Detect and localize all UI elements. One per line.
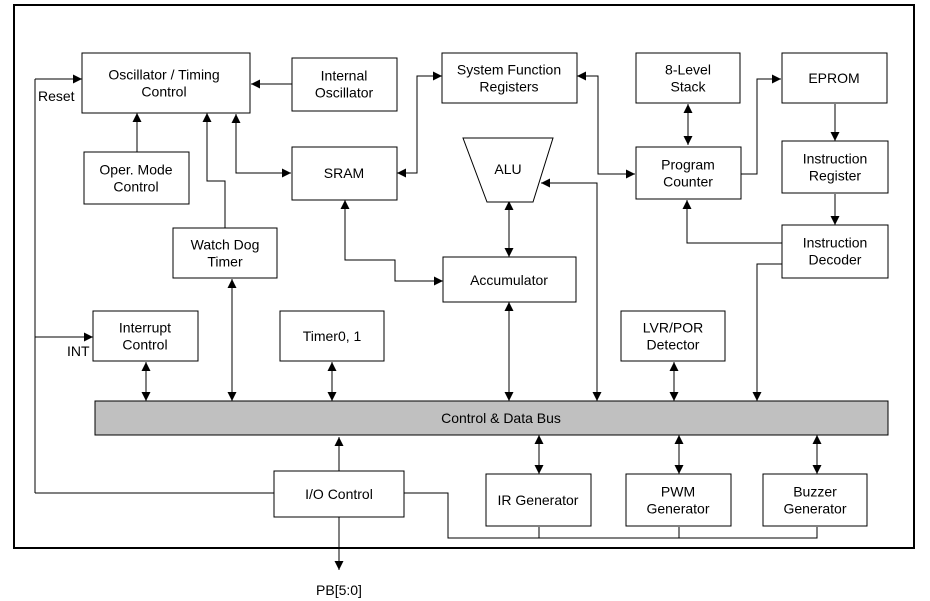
label-line: SRAM [324,165,364,181]
arrow-decoder-to-pc [682,200,782,244]
diagram-frame [13,4,915,549]
bus-label: Control & Data Bus [441,410,561,426]
label-line: Control [122,337,167,353]
label-line: Detector [647,337,700,353]
block-ir-gen: IR Generator [485,473,592,527]
label-line: Oper. Mode [99,162,172,178]
label-line: LVR/POR [643,320,703,336]
label-line: IR Generator [498,492,579,508]
label-line: Counter [663,174,713,190]
label-line: Register [809,168,861,184]
ir-gen-label: IR Generator [498,492,579,508]
label-line: Control & Data Bus [441,410,561,426]
label-line: PWM [661,484,695,500]
label-line: Stack [670,79,706,95]
label-line: Timer0, 1 [303,328,362,344]
label-line: I/O Control [305,486,373,502]
arrow-sram-acc [340,200,443,286]
pb-label: PB[5:0] [316,582,362,598]
label-line: Control [141,84,186,100]
label-line: Buzzer [793,484,837,500]
label-line: EPROM [808,70,859,86]
label-line: Oscillator [315,85,374,101]
reset-label: Reset [38,88,75,104]
eprom-label: EPROM [808,70,859,86]
arrow-sfr-pc [577,71,635,179]
label-line: Oscillator / Timing [108,67,219,83]
label-line: Generator [646,501,709,517]
control-data-bus: Control & Data Bus [94,400,889,436]
label-line: Control [113,179,158,195]
block-accumulator: Accumulator [442,256,577,303]
label-line: Decoder [809,252,862,268]
label-line: Timer [207,254,243,270]
arrow-pc-to-eprom [741,74,781,175]
label-line: Accumulator [470,272,548,288]
accumulator-label: Accumulator [470,272,548,288]
timer01-label: Timer0, 1 [303,328,362,344]
label-line: Interrupt [119,320,171,336]
label-line: 8-Level [665,62,711,78]
block-timer01: Timer0, 1 [279,310,385,362]
label-line: Instruction [803,151,868,167]
label-line: Program [661,157,715,173]
label-line: Instruction [803,235,868,251]
arrow-alu-bus [541,178,602,401]
sram-label: SRAM [324,165,364,181]
block-io-control: I/O Control [273,470,405,518]
arrow-watchdog-to-osc [202,113,226,228]
label-line: Watch Dog [191,237,260,253]
arrow-osc-sram [231,114,291,178]
io-control-label: I/O Control [305,486,373,502]
block-alu: ALU [462,137,554,203]
label-line: Internal [321,68,368,84]
block-eprom: EPROM [781,52,888,104]
label-line: Registers [479,79,538,95]
line-io-to-generators [404,492,818,539]
label-line: Generator [783,501,846,517]
connectors [34,71,840,570]
label-line: ALU [494,161,521,177]
int-label: INT [67,343,90,359]
block-sram: SRAM [291,146,398,201]
alu-label: ALU [494,161,521,177]
label-line: System Function [457,62,561,78]
arrow-decoder-to-bus [752,263,782,401]
arrow-sram-sfr [397,71,442,178]
